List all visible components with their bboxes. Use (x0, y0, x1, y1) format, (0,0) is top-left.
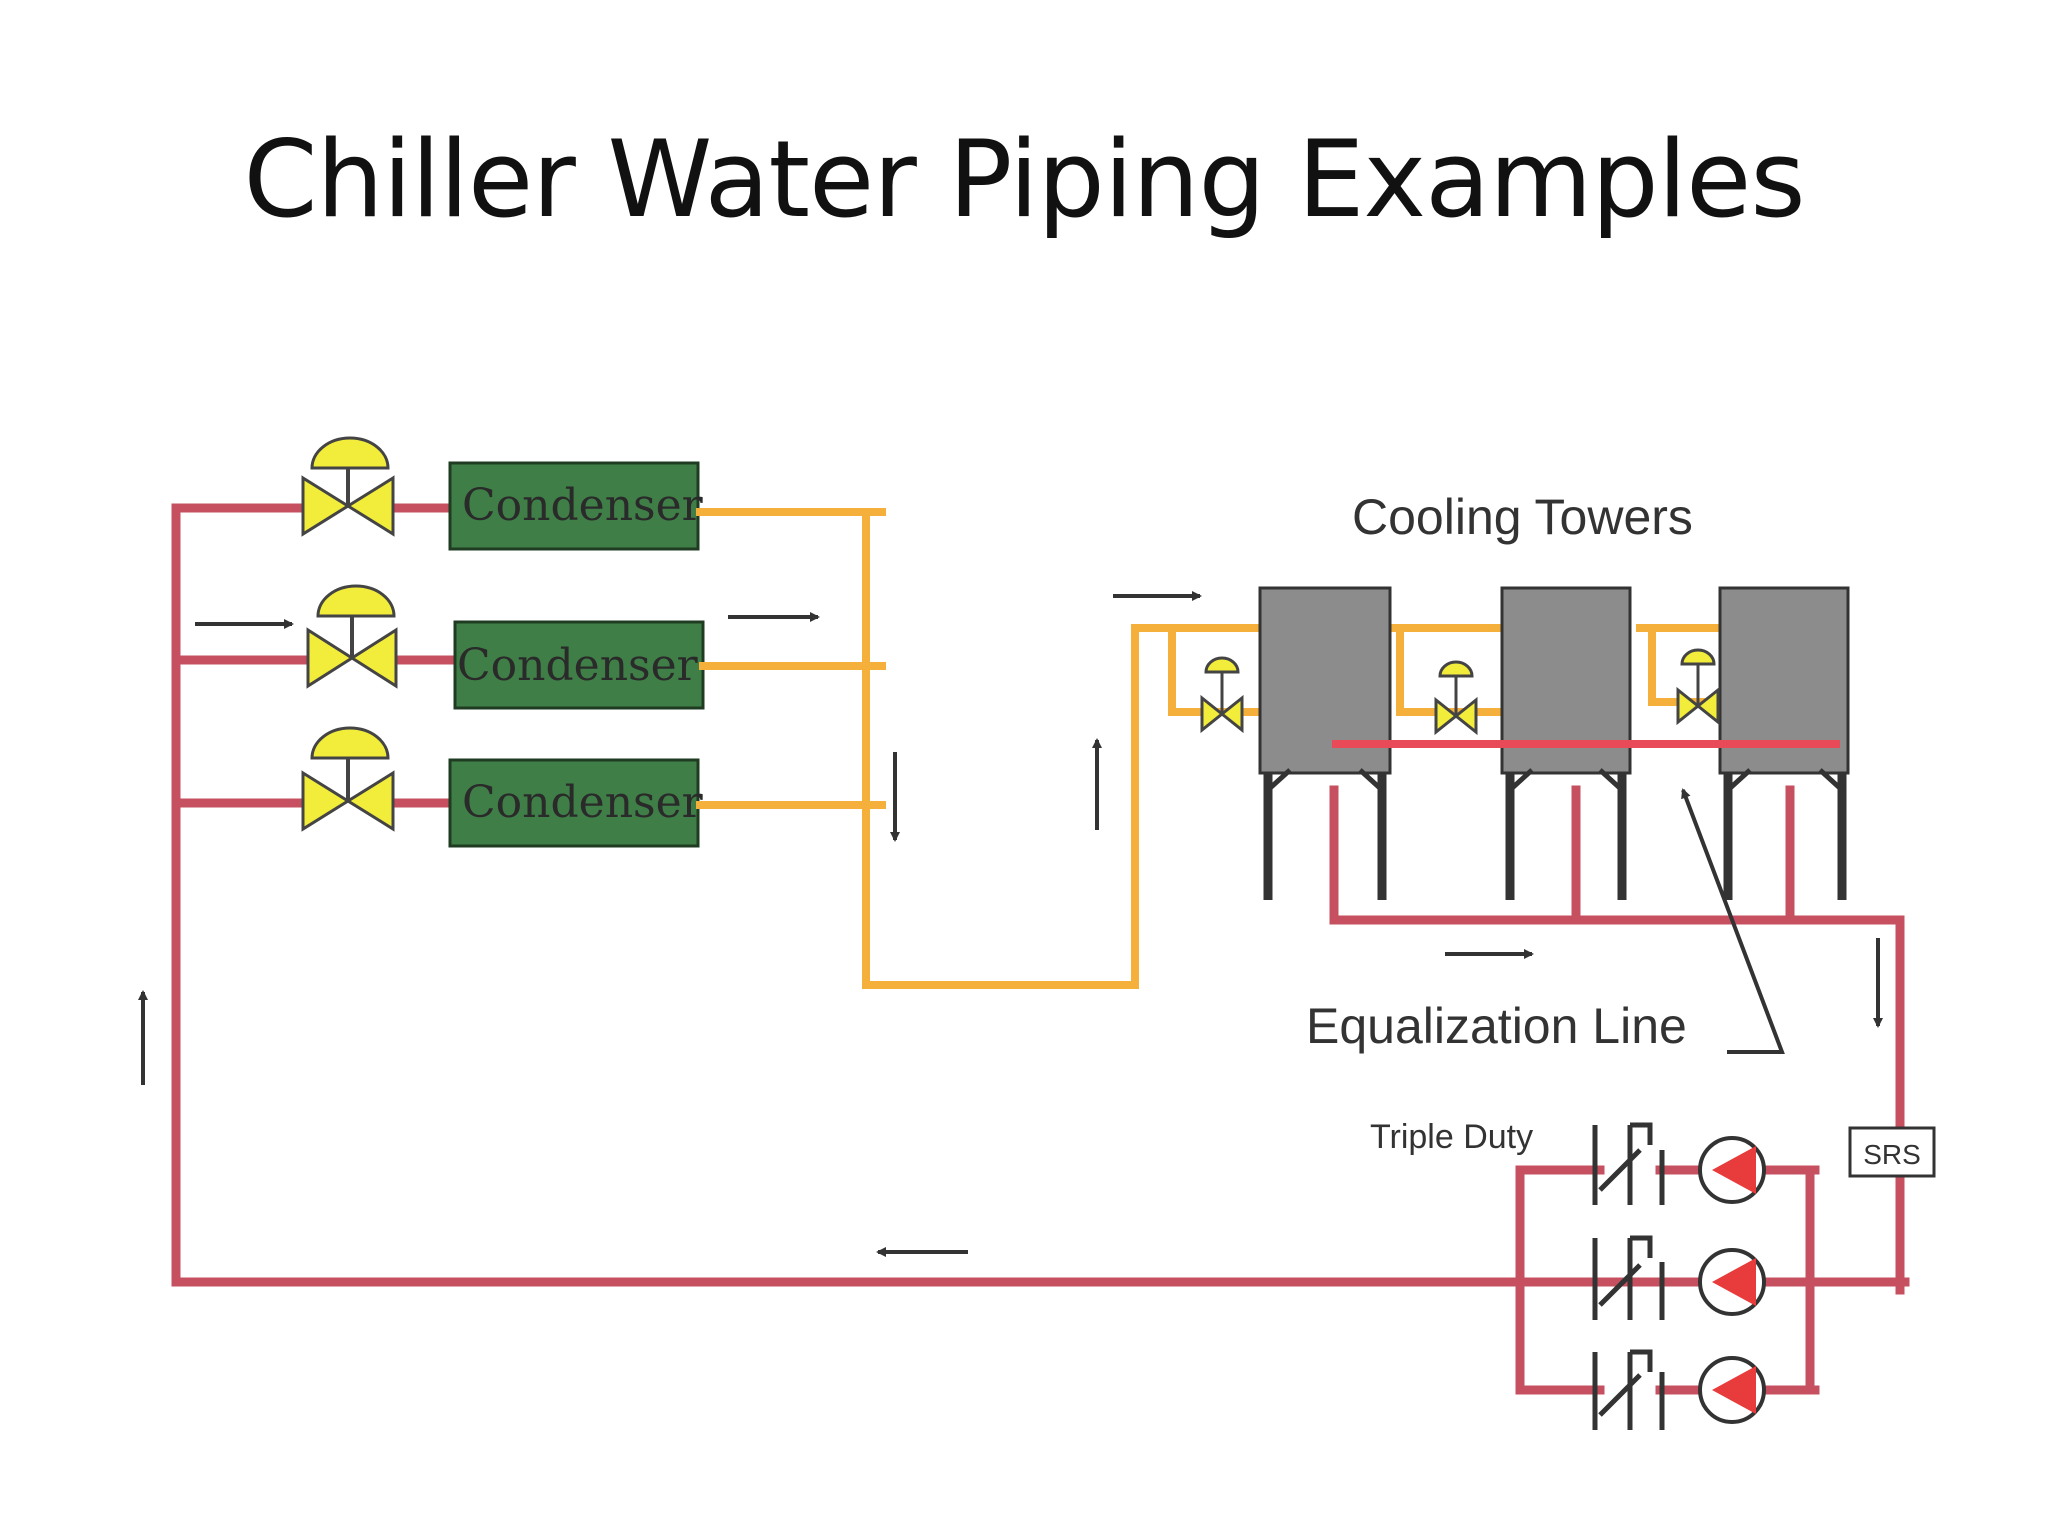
condenser-2: Condenser (453, 620, 705, 710)
equalization-pointer (1681, 788, 1785, 1054)
slide-title: Chiller Water Piping Examples (243, 118, 1805, 241)
cooling-towers-label: Cooling Towers (1352, 489, 1693, 545)
condenser-label: Condenser (457, 640, 699, 691)
control-valve-icon (301, 726, 395, 832)
condenser-3: Condenser (448, 758, 704, 848)
tower-outlet-pipe (1329, 785, 1905, 1295)
srs-label: SRS (1863, 1139, 1921, 1170)
control-valve-icon (1200, 656, 1244, 734)
control-valve-icon (301, 436, 395, 537)
return-pipe-left (171, 503, 1910, 1287)
control-valve-icon (1676, 648, 1720, 726)
flow-arrow-icon (138, 591, 1883, 1257)
condenser-1: Condenser (448, 461, 704, 551)
condenser-label: Condenser (462, 480, 704, 531)
supply-pipe (696, 508, 1724, 989)
pump-icon (1698, 1248, 1766, 1316)
check-valve-icon (1592, 1349, 1665, 1430)
triple-duty-label: Triple Duty (1370, 1118, 1533, 1156)
check-valve-icon (1592, 1122, 1665, 1205)
pump-icon (1698, 1356, 1766, 1424)
control-valve-icon (306, 584, 398, 689)
equalization-line-label: Equalization Line (1306, 998, 1687, 1054)
pump-icon (1698, 1136, 1766, 1204)
srs-box: SRS (1848, 1126, 1936, 1178)
check-valve-icon (1592, 1235, 1665, 1320)
pump-manifold (1515, 1165, 1820, 1395)
control-valve-icon (1434, 660, 1478, 736)
condenser-label: Condenser (462, 777, 704, 828)
